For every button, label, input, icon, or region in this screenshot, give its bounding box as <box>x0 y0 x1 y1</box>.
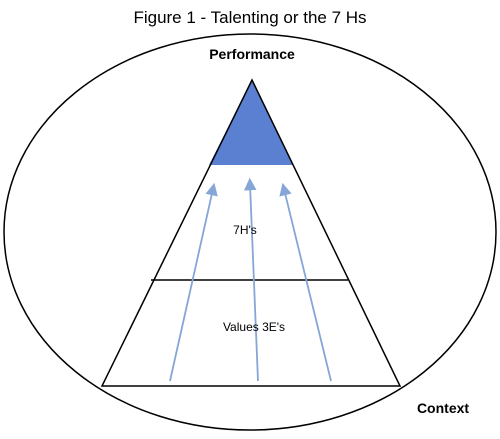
performance-apex <box>209 80 293 165</box>
arrow-right <box>279 182 332 382</box>
label-7hs: 7H's <box>233 223 257 237</box>
arrow-left <box>169 182 218 382</box>
pyramid-outline <box>100 78 402 387</box>
label-context: Context <box>417 400 469 416</box>
figure-title: Figure 1 - Talenting or the 7 Hs <box>133 8 367 27</box>
context-ellipse <box>3 33 497 431</box>
arrow-center <box>243 177 259 382</box>
label-values: Values 3E's <box>223 320 285 334</box>
label-performance: Performance <box>209 46 295 62</box>
